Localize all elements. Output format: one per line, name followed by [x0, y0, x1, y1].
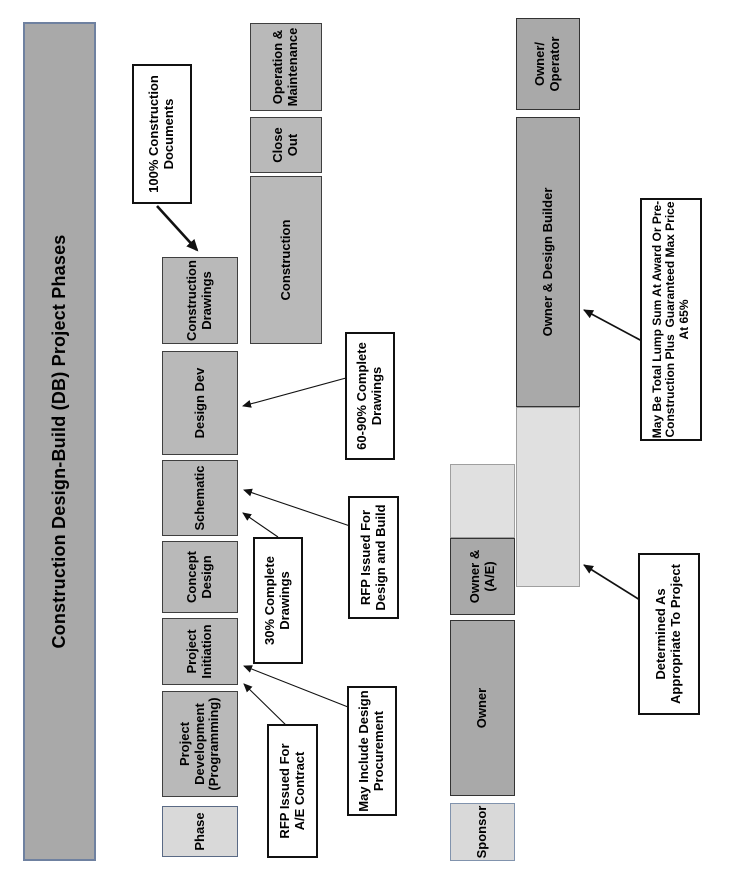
arrow-determined-to-transition: [583, 564, 641, 601]
callout-lump-sum-gmp: May Be Total Lump Sum At Award Or Pre- C…: [640, 198, 702, 441]
arrow-100pct-to-construction-drawings: [156, 205, 199, 252]
callout-6090pct-complete-drawings: 60-90% Complete Drawings: [345, 332, 395, 460]
arrow-30pct-to-schematic: [242, 512, 279, 538]
callout-100pct-construction-documents: 100% Construction Documents: [132, 64, 192, 204]
callout-determined-as-appropriate: Determined As Appropriate To Project: [638, 553, 700, 715]
arrow-may-include-to-project-initiation: [243, 665, 349, 708]
arrow-6090-to-design-dev: [242, 377, 347, 408]
arrow-rfp-db-to-schematic: [243, 488, 351, 527]
arrow-rfp-ae-to-project-initiation: [243, 683, 292, 731]
callout-rfp-issued-design-build: RFP Issued For Design and Build: [348, 496, 399, 619]
callout-rfp-issued-ae-contract: RFP Issued For A/E Contract: [267, 724, 318, 858]
callout-may-include-design-procurement: May Include Design Procurement: [347, 686, 397, 816]
callout-30pct-complete-drawings: 30% Complete Drawings: [253, 537, 303, 664]
arrow-lump-sum-to-design-builder: [583, 309, 643, 342]
